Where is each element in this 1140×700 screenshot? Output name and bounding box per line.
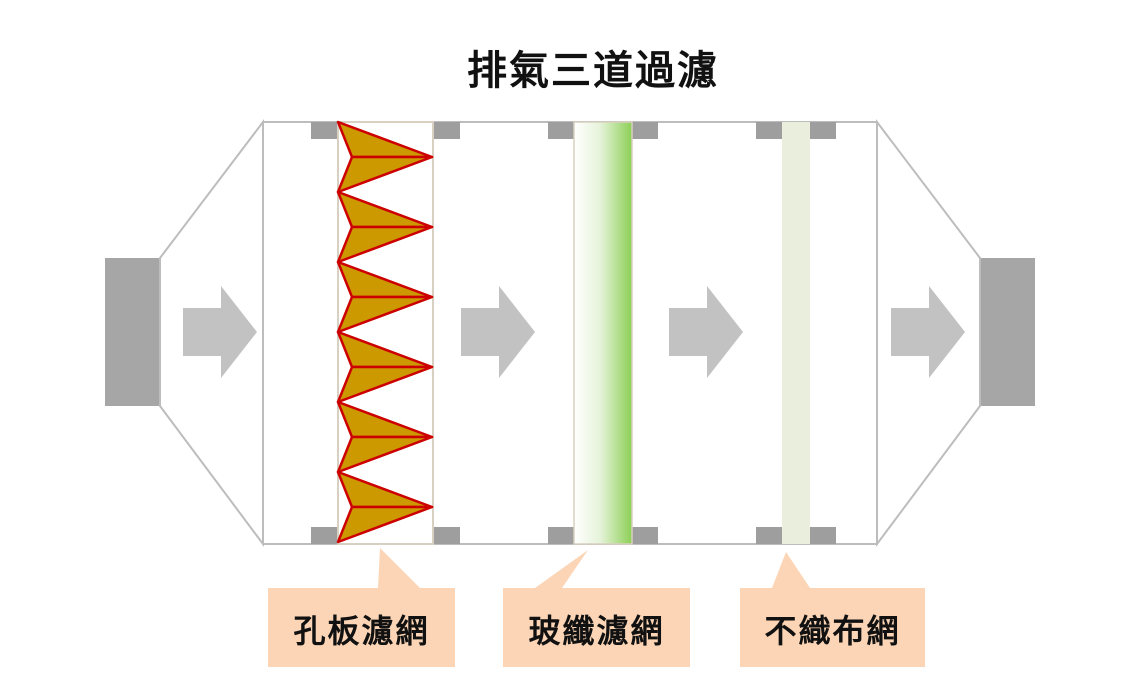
pleat-lower [336, 505, 434, 544]
label-nonwoven-filter: 不織布網 [764, 612, 901, 650]
callout-nonwoven [740, 552, 925, 667]
diagram-title: 排氣三道過濾 [467, 48, 719, 94]
flow-arrow-icon [891, 286, 965, 378]
pleat-lower [336, 295, 434, 334]
callout-glassfiber [503, 550, 690, 667]
bottom-clamps [311, 527, 836, 544]
inlet-port [105, 258, 160, 406]
nonwoven-filter [782, 122, 810, 544]
flow-arrow-icon [669, 286, 743, 378]
flow-arrow-icon [183, 286, 257, 378]
label-glassfiber-filter: 玻纖濾網 [528, 612, 665, 650]
flow-arrow-icon [461, 286, 535, 378]
pleat-lower [336, 435, 434, 474]
top-clamps [311, 122, 836, 139]
outlet-port [980, 258, 1035, 406]
pleat-lower [336, 365, 434, 404]
pleat-lower [336, 155, 434, 194]
glassfiber-filter [573, 121, 633, 545]
perforated-filter-pleats [336, 120, 434, 544]
label-perforated-filter: 孔板濾網 [293, 612, 430, 650]
pleat-lower [336, 225, 434, 264]
perforated-filter-frame [337, 121, 434, 545]
callout-perforated [268, 548, 455, 667]
